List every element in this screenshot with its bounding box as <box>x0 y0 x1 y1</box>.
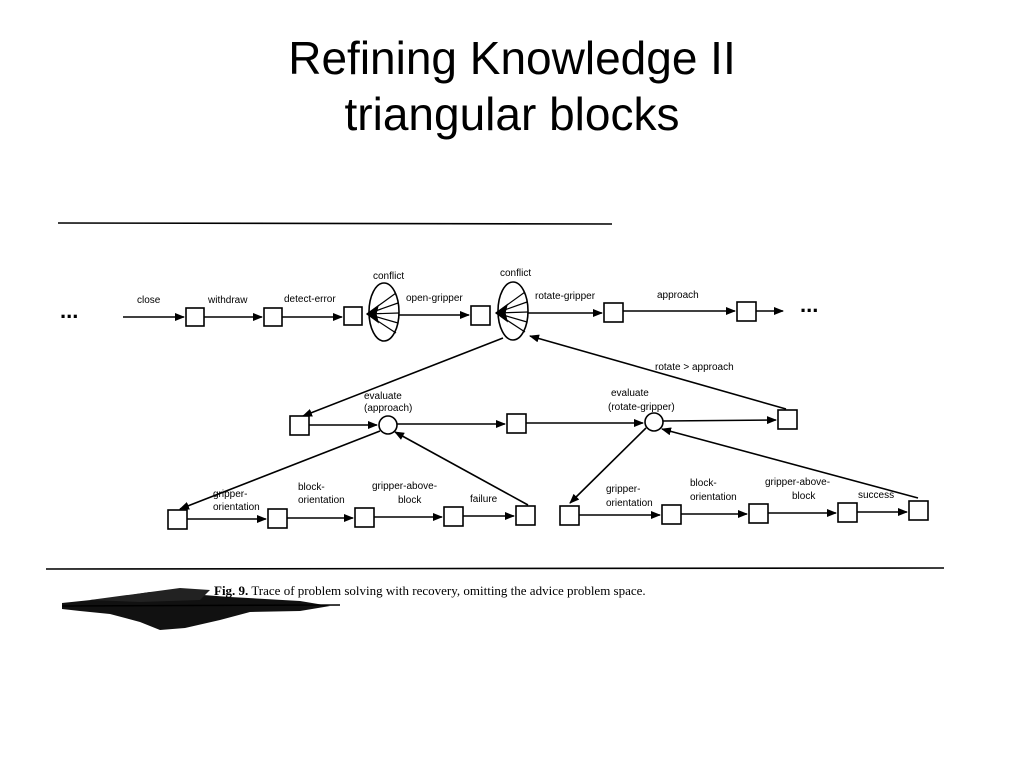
label-bl-gripper-above-block-2: block <box>398 495 422 506</box>
edge-right-box-to-conflict2 <box>529 334 787 410</box>
label-evaluate-rotate-1: evaluate <box>611 388 649 399</box>
state-box-1 <box>185 307 205 327</box>
top-rule <box>57 222 613 225</box>
bottom-left-box-3 <box>354 507 375 528</box>
bottom-right-box-5 <box>908 500 929 521</box>
bottom-left-box-4 <box>443 506 464 527</box>
label-bl-block-orientation-1: block- <box>298 482 325 493</box>
bottom-left-box-1 <box>167 509 188 530</box>
middle-box-right <box>777 409 798 430</box>
label-br-block-orientation-1: block- <box>690 478 717 489</box>
label-br-gripper-above-block-1: gripper-above- <box>765 477 830 488</box>
label-br-gripper-above-block-2: block <box>792 491 816 502</box>
figure-caption: Fig. 9. Trace of problem solving with re… <box>214 583 646 598</box>
label-open-gripper: open-gripper <box>406 293 463 304</box>
slide-title-line-1: Refining Knowledge II <box>288 32 736 84</box>
edge-eval-approach-to-bottom-left <box>179 430 381 510</box>
state-box-3 <box>343 306 363 326</box>
label-detect-error: detect-error <box>284 294 336 305</box>
bottom-right-box-3 <box>748 503 769 524</box>
label-evaluate-rotate-2: (rotate-gripper) <box>608 402 675 413</box>
slide-title-line-2: triangular blocks <box>344 88 680 140</box>
label-br-gripper-orientation-2: orientation <box>606 498 653 509</box>
bottom-rule <box>45 567 945 570</box>
bottom-right-box-4 <box>837 502 858 523</box>
left-ellipsis: ... <box>60 298 78 323</box>
label-evaluate-approach-1: evaluate <box>364 391 402 402</box>
figure-caption-body: Trace of problem solving with recovery, … <box>248 583 645 598</box>
bottom-left-box-2 <box>267 508 288 529</box>
edge-evaluate-rotate-out <box>662 416 777 425</box>
state-box-2 <box>263 307 283 327</box>
figure-caption-label: Fig. 9. <box>214 583 248 598</box>
label-close: close <box>137 295 161 306</box>
edge-conflict2-to-left-box <box>302 337 504 417</box>
evaluate-rotate-gripper-node <box>644 412 664 432</box>
middle-box-left <box>289 415 310 436</box>
conflict-1-fan-arrows <box>365 292 400 334</box>
state-box-4 <box>470 305 491 326</box>
label-bl-block-orientation-2: orientation <box>298 495 345 506</box>
label-bl-gripper-orientation-2: orientation <box>213 502 260 513</box>
label-conflict-2: conflict <box>500 268 531 279</box>
bottom-right-box-1 <box>559 505 580 526</box>
middle-box-center <box>506 413 527 434</box>
label-bl-gripper-orientation-1: gripper- <box>213 489 247 500</box>
label-br-block-orientation-2: orientation <box>690 492 737 503</box>
state-box-5 <box>603 302 624 323</box>
right-ellipsis: ... <box>800 292 818 317</box>
label-approach: approach <box>657 290 699 301</box>
label-br-gripper-orientation-1: gripper- <box>606 484 640 495</box>
label-br-success: success <box>858 490 894 501</box>
edge-eval-rotate-to-bottom-right <box>569 427 647 504</box>
conflict-2-fan-arrows <box>494 291 529 333</box>
state-box-6 <box>736 301 757 322</box>
edge-success-back <box>661 427 919 499</box>
bottom-right-box-2 <box>661 504 682 525</box>
evaluate-approach-node <box>378 415 398 435</box>
bottom-left-box-5 <box>515 505 536 526</box>
label-rotate-gt-approach: rotate > approach <box>655 362 734 373</box>
label-rotate-gripper: rotate-gripper <box>535 291 596 302</box>
edge-failure-back <box>394 431 529 506</box>
scan-noise-smudge <box>61 588 341 630</box>
label-bl-failure: failure <box>470 494 498 505</box>
slide-title: Refining Knowledge II triangular blocks <box>0 30 1024 142</box>
label-bl-gripper-above-block-1: gripper-above- <box>372 481 437 492</box>
label-evaluate-approach-2: (approach) <box>364 403 412 414</box>
label-conflict-1: conflict <box>373 271 404 282</box>
label-withdraw: withdraw <box>207 295 248 306</box>
